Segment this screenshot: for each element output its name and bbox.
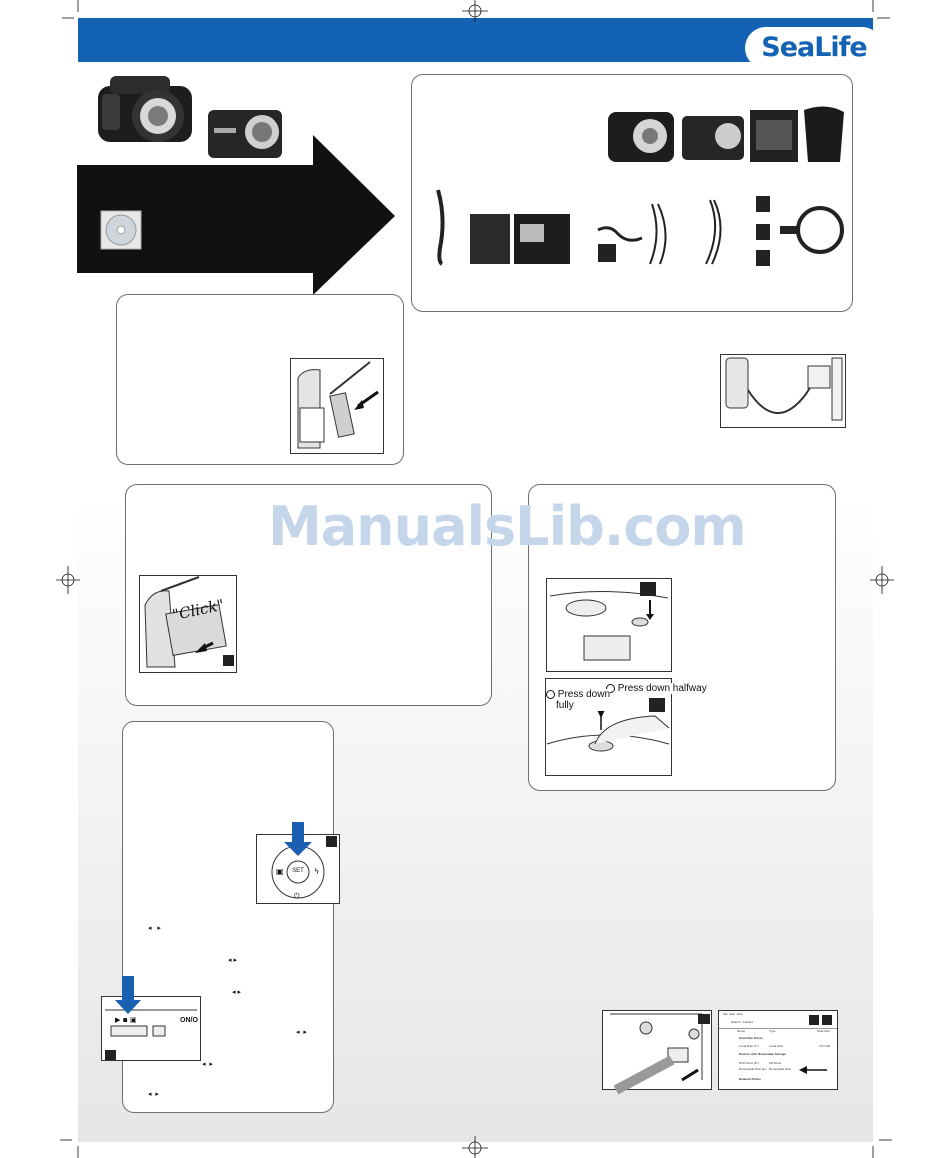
arrow-glyphs-2: ◂ ▸ <box>228 957 237 964</box>
package-cameras-row <box>608 106 844 162</box>
press-fully-label-2: fully <box>556 700 574 711</box>
battery-insert-image <box>290 358 384 454</box>
arrow-glyphs-1: ◂ ▸ <box>148 925 161 932</box>
arrow-glyphs-5: ◂ ▸ <box>202 1061 213 1068</box>
memory-card-image <box>139 575 237 673</box>
arrow-glyphs-3: ◂ ▸ <box>232 989 241 996</box>
toolbar-folders: Folders <box>743 1020 754 1024</box>
sealife-logo-text: SeaLife <box>761 32 868 63</box>
drive-removable-type: Removable Disk <box>769 1067 791 1071</box>
section-network: Network Drives <box>739 1077 761 1081</box>
section-removable: Devices with Removable Storage <box>739 1052 787 1056</box>
pc-explorer-image: File Edit View Search Folders Name Type … <box>718 1010 838 1090</box>
mode-switch-image: ▶ ◾ ▣ <box>101 976 201 1061</box>
section-hard-disk: Hard Disk Drives <box>739 1036 764 1040</box>
header-bar <box>78 18 873 62</box>
press-fully-label-1: Press down <box>557 689 611 700</box>
drive-dvd: DVD Drive (D:) <box>739 1061 759 1065</box>
software-cd-image <box>100 210 142 250</box>
column-name: Name <box>737 1029 746 1033</box>
menu-edit: Edit <box>729 1012 735 1016</box>
watermark: ManualsLib.com <box>268 495 747 558</box>
housing-camera-image <box>98 76 192 142</box>
camera-top-image <box>546 578 672 672</box>
explorer-menu: File Edit View <box>723 1012 743 1017</box>
set-button-label: SET <box>292 868 304 874</box>
explorer-toolbar: Search Folders <box>731 1020 753 1025</box>
drive-local: Local Disk (C:) <box>739 1044 759 1048</box>
arrow-glyphs-4: ◂ ▸ <box>296 1029 307 1036</box>
charger-image <box>720 354 846 428</box>
menu-file: File <box>723 1012 728 1016</box>
toolbar-search: Search <box>731 1020 741 1024</box>
removable-disk-arrow-icon <box>799 1066 827 1074</box>
navigation-pad-image: ▣ ϟ ⏻ <box>256 822 340 904</box>
svg-text:⏻: ⏻ <box>294 892 300 900</box>
press-fully-callout: Press down fully <box>546 689 611 711</box>
column-type: Type <box>769 1029 776 1033</box>
sealife-logo <box>745 27 883 69</box>
arrow-band <box>77 135 395 295</box>
usb-connect-image <box>602 1010 712 1095</box>
svg-text:▣: ▣ <box>276 867 284 876</box>
compact-camera-image <box>208 110 282 158</box>
menu-view: View <box>736 1012 743 1016</box>
svg-text:▶ ◾ ▣: ▶ ◾ ▣ <box>115 1016 137 1024</box>
press-halfway-label: Press down halfway <box>617 683 707 694</box>
drive-local-size: 74.5 GB <box>819 1044 831 1048</box>
drive-local-type: Local Disk <box>769 1044 783 1048</box>
on-off-label: ON/O <box>180 1017 198 1024</box>
svg-text:ϟ: ϟ <box>314 867 319 876</box>
package-accessories-row <box>436 189 844 266</box>
drive-dvd-type: CD Drive <box>769 1061 782 1065</box>
arrow-glyphs-6: ◂ ▸ <box>148 1091 159 1098</box>
column-size: Total Size <box>817 1029 831 1033</box>
drive-removable: Removable Disk (E:) <box>739 1067 767 1071</box>
press-halfway-callout: Press down halfway <box>606 683 707 694</box>
